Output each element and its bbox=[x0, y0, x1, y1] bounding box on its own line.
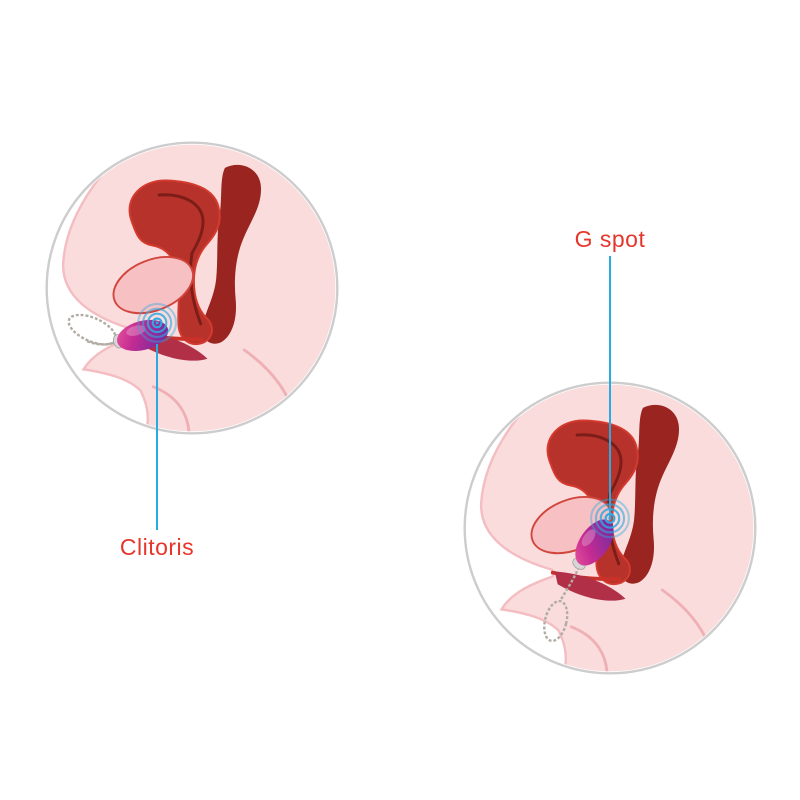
egg-highlight bbox=[581, 529, 596, 547]
retrieval-cord-loop bbox=[543, 599, 569, 643]
gspot-label: G spot bbox=[574, 226, 646, 252]
panel-circle-border bbox=[45, 141, 339, 435]
retrieval-cord bbox=[84, 339, 119, 346]
vibrator-egg-external bbox=[67, 302, 178, 352]
retrieval-cord bbox=[558, 566, 581, 603]
gspot-usage-diagram bbox=[463, 381, 757, 675]
clitoris-usage-diagram bbox=[45, 141, 339, 435]
clitoris-label: Clitoris bbox=[119, 534, 195, 560]
gspot-pointer-line bbox=[609, 256, 611, 518]
vibration-waves-icon bbox=[137, 302, 178, 343]
clitoris-pointer-line bbox=[156, 344, 158, 530]
vibrator-egg-internal bbox=[543, 498, 630, 643]
